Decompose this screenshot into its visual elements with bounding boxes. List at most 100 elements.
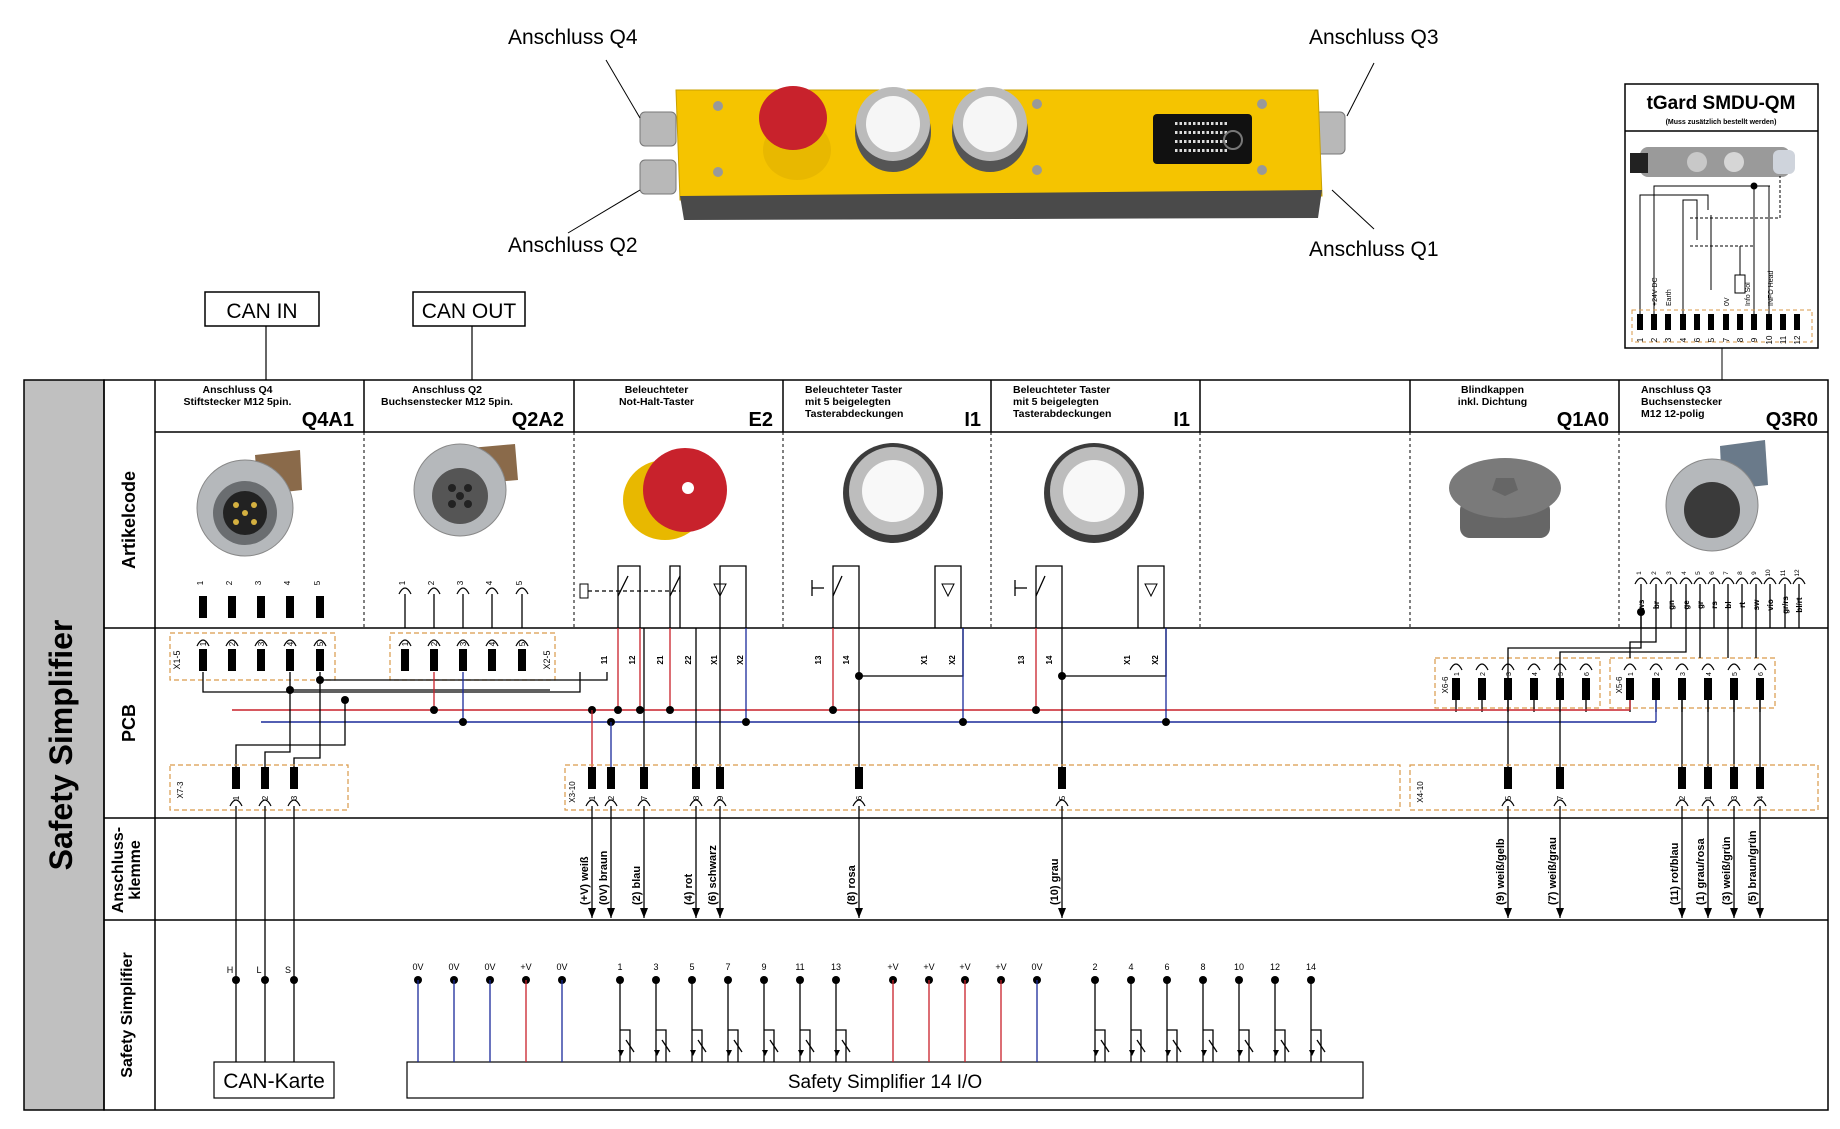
- pin-number: 6: [1709, 571, 1716, 575]
- ss-terminal-label: 0V: [1031, 962, 1042, 972]
- led-indicator: [1179, 131, 1182, 134]
- terminal-pin: [401, 649, 409, 671]
- callout-q2: Anschluss Q2: [508, 234, 638, 257]
- article-code: Q2A2: [512, 409, 564, 431]
- can-pin-label: H: [227, 965, 234, 975]
- transistor-arrow: [690, 1050, 696, 1056]
- led-indicator: [1188, 122, 1191, 125]
- transistor-arrow: [726, 1050, 732, 1056]
- socket-symbol: [1792, 577, 1806, 585]
- wire-label: (8) rosa: [846, 864, 858, 905]
- tgard-pin-number: 3: [1664, 337, 1673, 342]
- led-indicator: [1179, 149, 1182, 152]
- terminal-pin: [1704, 678, 1712, 700]
- safety-simplifier-box-label: Safety Simplifier 14 I/O: [788, 1072, 982, 1093]
- socket-symbol: [1727, 799, 1741, 807]
- socket-symbol: [456, 587, 470, 595]
- led-symbol: [1144, 583, 1158, 598]
- led-indicator: [1179, 122, 1182, 125]
- terminal-pin-number: 1: [401, 641, 410, 646]
- contact-label: X2: [948, 655, 957, 665]
- terminal-pin-number: 9: [716, 795, 725, 800]
- terminal-pin-number: 5: [518, 641, 527, 646]
- socket-symbol: [1623, 663, 1637, 671]
- terminal-pin-number: 1: [588, 795, 597, 800]
- tgard-pin-number: 12: [1793, 335, 1802, 344]
- socket-symbol: [1701, 663, 1715, 671]
- terminal-pin-number: 2: [261, 795, 270, 800]
- terminal-pin-number: 2: [1678, 795, 1687, 800]
- terminal-pin-number: 5: [1558, 672, 1565, 676]
- callout-q3: Anschluss Q3: [1309, 26, 1439, 49]
- terminal-pin: [232, 767, 240, 789]
- tgard-wire: [1682, 199, 1698, 314]
- can-pin-label: L: [256, 965, 261, 975]
- connector-pin: [257, 596, 265, 618]
- wire: [1061, 628, 1167, 677]
- socket-symbol: [1679, 577, 1693, 585]
- main-table: [23, 379, 1829, 1111]
- wire: [800, 1029, 811, 1062]
- wire: [836, 1029, 847, 1062]
- terminal-block-x5: [1609, 657, 1776, 709]
- wire: [832, 575, 843, 597]
- contact-label: 21: [656, 655, 665, 664]
- terminal-pin-number: 5: [1058, 795, 1067, 800]
- terminal-pin: [640, 767, 648, 789]
- wire-color-code: ge: [1682, 600, 1691, 610]
- terminal-name: X3-10: [568, 781, 577, 803]
- tgard-signal-label: Earth: [1666, 289, 1673, 306]
- led-indicator: [1184, 149, 1187, 152]
- article-code: Q1A0: [1557, 409, 1609, 431]
- arrow-marker: [1704, 908, 1712, 918]
- socket-symbol: [1527, 663, 1541, 671]
- terminal-pin: [1678, 767, 1686, 789]
- wire: [1203, 1029, 1214, 1062]
- terminal-pin: [692, 767, 700, 789]
- socket-symbol: [1649, 577, 1663, 585]
- tgard-subtitle: (Muss zusätzlich bestellt werden): [1666, 119, 1777, 126]
- pin-number: 3: [1666, 571, 1673, 575]
- socket-symbol: [1727, 663, 1741, 671]
- socket-symbol: [1693, 577, 1707, 585]
- terminal-pin-number: 5: [316, 641, 325, 646]
- wire: [1100, 1039, 1110, 1053]
- tgard-pin: [1751, 314, 1757, 330]
- wire-label: (10) grau: [1049, 859, 1061, 905]
- terminal-pin-number: 2: [430, 641, 439, 646]
- terminal-pin-number: 3: [290, 795, 299, 800]
- led-indicator: [1220, 140, 1223, 143]
- wire-color-code: gn: [1667, 600, 1676, 610]
- ss-terminal-label: +V: [995, 962, 1006, 972]
- pin-number: 8: [1737, 571, 1744, 575]
- terminal-pin: [488, 649, 496, 671]
- wire-color-code: gr: [1696, 601, 1705, 609]
- socket-symbol: [1675, 799, 1689, 807]
- tgard-junction: [1750, 182, 1758, 190]
- led-indicator: [1188, 149, 1191, 152]
- led-indicator: [1206, 149, 1209, 152]
- led-symbol: [941, 583, 955, 598]
- led-indicator: [1220, 122, 1223, 125]
- led-indicator: [1224, 149, 1227, 152]
- socket-symbol: [713, 799, 727, 807]
- pin-number: 2: [1651, 571, 1658, 575]
- socket-symbol: [1778, 577, 1792, 585]
- wire: [1559, 628, 1687, 712]
- pin-number: 4: [283, 580, 292, 585]
- wire-label: (3) weiß/grün: [1721, 836, 1733, 905]
- ss-terminal-label: 13: [831, 962, 841, 972]
- wire-label: (11) rot/blau: [1669, 843, 1681, 905]
- transistor-arrow: [1201, 1050, 1207, 1056]
- socket-symbol: [1553, 799, 1567, 807]
- wire-color-code: vio: [1766, 599, 1775, 611]
- wire: [620, 1029, 631, 1062]
- led-indicator: [1175, 140, 1178, 143]
- led-indicator: [1193, 149, 1196, 152]
- terminal-block-x7: [169, 764, 349, 811]
- terminal-pin: [316, 649, 324, 671]
- blind-cap-image: [1449, 458, 1561, 538]
- socket-symbol: [1763, 577, 1777, 585]
- led-indicator: [1188, 140, 1191, 143]
